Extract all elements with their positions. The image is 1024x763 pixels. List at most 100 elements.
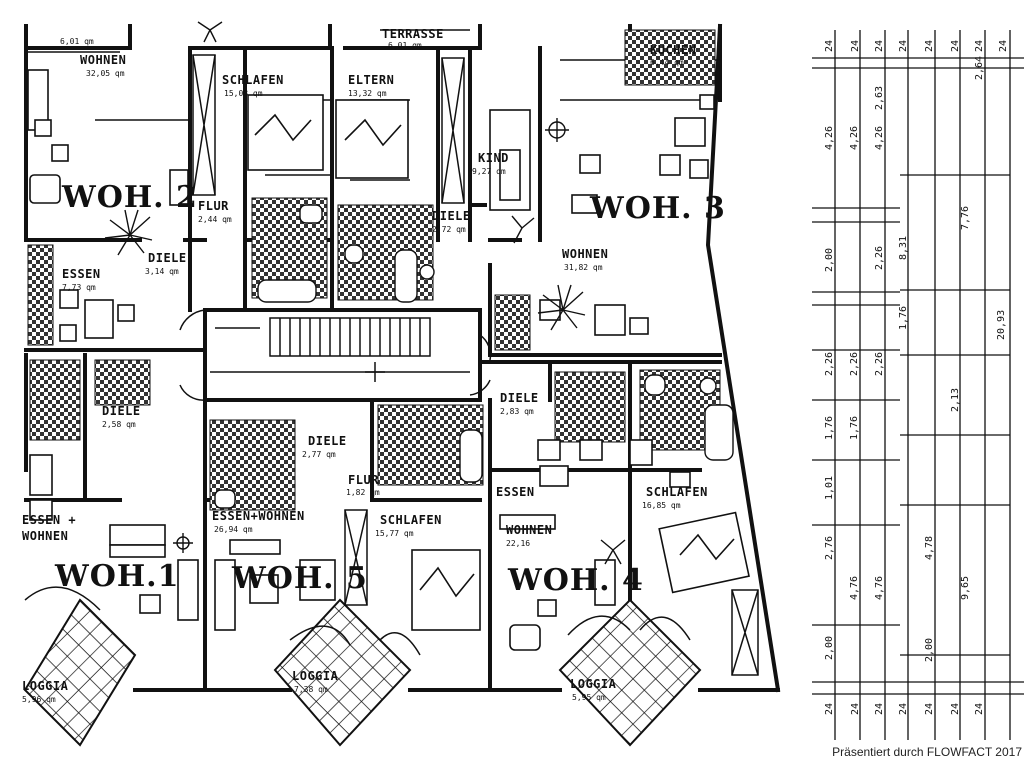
dim-c1-5: 1,01 (824, 476, 835, 500)
dim-bot-5: 24 (924, 703, 935, 715)
room-eltern-label: ELTERN (348, 73, 394, 87)
dim-bot-6: 24 (950, 703, 961, 715)
dim-bot-2: 24 (850, 703, 861, 715)
room-kuchen-area: 6,44 qm (650, 58, 684, 67)
dim-c3-1: 4,26 (874, 126, 885, 150)
dim-c3-4: 2,26 (874, 352, 885, 376)
dim-top-5: 24 (924, 40, 935, 52)
room-essen-area: 7,73 qm (62, 283, 96, 292)
room-wohnen-r-area: 31,82 qm (564, 263, 603, 272)
room-diele5-area: 2,83 qm (500, 407, 534, 416)
room-schlafen2-label: SCHLAFEN (380, 513, 442, 527)
room-diele3-label: DIELE (102, 404, 141, 418)
dim-bot-7: 24 (974, 703, 985, 715)
room-kind-area: 9,27 qm (472, 167, 506, 176)
dim-top-4: 24 (898, 40, 909, 52)
room-terrasse-label: TERRASSE (382, 27, 444, 41)
dim-bot-4: 24 (898, 703, 909, 715)
room-terrasse-area: 6,01 qm (388, 41, 422, 50)
room-flur-area: 2,44 qm (198, 215, 232, 224)
room-loggia2-label: LOGGIA (292, 669, 339, 683)
room-essen-label: ESSEN (62, 267, 101, 281)
room-loggia1-area: 5,96 qm (22, 695, 56, 704)
dim-c1-4: 1,76 (824, 416, 835, 440)
dim-c4-5: 4,78 (924, 536, 935, 560)
room-essen-r-label: ESSEN (496, 485, 535, 499)
room-top-area: 6,01 qm (60, 37, 94, 46)
room-schlafen-label: SCHLAFEN (222, 73, 284, 87)
dim-bot-1: 24 (824, 703, 835, 715)
dim-top-3: 24 (874, 40, 885, 52)
dim-c3-6: 4,76 (874, 576, 885, 600)
unit-label-woh3: WOH. 3 (589, 191, 726, 226)
dim-c5-2: 7,76 (960, 206, 971, 230)
room-kuchen-label: KUCHEN (650, 43, 696, 57)
unit-label-woh1: WOH.1 (54, 559, 180, 594)
room-diele-label: DIELE (432, 209, 471, 223)
plants (104, 21, 626, 565)
dim-c1-2: 2,00 (824, 248, 835, 272)
dim-c1-3: 2,26 (824, 352, 835, 376)
room-loggia2-area: 7,38 qm (294, 685, 328, 694)
dim-c1-1: 4,26 (824, 126, 835, 150)
room-wohnen-b-label: WOHNEN (506, 523, 552, 537)
dim-c5-3: 2,13 (950, 388, 961, 412)
room-schlafen2-area: 15,77 qm (375, 529, 414, 538)
room-schlafen3-label: SCHLAFEN (646, 485, 708, 499)
unit-label-woh3-lower: WOH. 5 (231, 561, 368, 596)
room-essen-wohnen-m-area: 26,94 qm (214, 525, 253, 534)
dim-top-8: 24 (998, 40, 1009, 52)
dimension-labels: 24 24 24 24 24 24 24 24 4,26 2,00 2,26 1… (824, 40, 1009, 715)
room-loggia1-label: LOGGIA (22, 679, 69, 693)
dim-top-1: 24 (824, 40, 835, 52)
room-diele-area: 2,72 qm (432, 225, 466, 234)
dim-top-7: 24 (974, 40, 985, 52)
room-schlafen-area: 15,08 qm (224, 89, 263, 98)
dimension-strip (812, 30, 1024, 740)
dim-c1-7: 2,00 (824, 636, 835, 660)
room-loggia3-area: 5,95 qm (572, 693, 606, 702)
room-diele5-label: DIELE (500, 391, 539, 405)
room-wohnen-area: 32,05 qm (86, 69, 125, 78)
room-diele4-label: DIELE (308, 434, 347, 448)
room-loggia3-label: LOGGIA (570, 677, 617, 691)
room-flur2-label: FLUR (348, 473, 379, 487)
wardrobes (192, 54, 759, 676)
room-wohnen-label: WOHNEN (80, 53, 126, 67)
beds (247, 94, 750, 631)
unit-label-woh2: WOH. 2 (61, 180, 198, 215)
loggias (23, 586, 702, 747)
dim-c4-1: 8,31 (898, 236, 909, 260)
room-schlafen3-area: 16,85 qm (642, 501, 681, 510)
room-wohnen-r-label: WOHNEN (562, 247, 608, 261)
room-diele4-area: 2,77 qm (302, 450, 336, 459)
dim-c1-6: 2,76 (824, 536, 835, 560)
fixtures (214, 204, 734, 509)
room-diele2-area: 3,14 qm (145, 267, 179, 276)
room-kind-label: KIND (478, 151, 509, 165)
dim-c4-3: 1,76 (898, 306, 909, 330)
furniture (27, 69, 715, 651)
room-essen-wohnen-l-label2: WOHNEN (22, 529, 68, 543)
dim-c2-6: 4,76 (849, 576, 860, 600)
dim-c2-3: 2,26 (849, 352, 860, 376)
dim-c4-6: 2,00 (924, 638, 935, 662)
room-eltern-area: 13,32 qm (348, 89, 387, 98)
dim-c5-4: 9,65 (960, 576, 971, 600)
dim-c2-4: 1,76 (849, 416, 860, 440)
staircase (179, 309, 492, 401)
dim-c2-1: 4,26 (849, 126, 860, 150)
dim-top-6: 24 (950, 40, 961, 52)
room-essen-wohnen-m-label: ESSEN+WOHNEN (212, 509, 305, 523)
room-flur2-area: 1,82 qm (346, 488, 380, 497)
room-diele3-area: 2,58 qm (102, 420, 136, 429)
dim-top-2: 24 (850, 40, 861, 52)
dim-total: 20,93 (996, 310, 1007, 340)
room-essen-wohnen-l-label: ESSEN + (22, 513, 76, 527)
credit-text: Präsentiert durch FLOWFACT 2017 (832, 745, 1022, 759)
dim-c5-1: 2,64 (974, 56, 985, 80)
dim-c3-3: 2,26 (874, 246, 885, 270)
room-diele2-label: DIELE (148, 251, 187, 265)
dim-bot-3: 24 (874, 703, 885, 715)
